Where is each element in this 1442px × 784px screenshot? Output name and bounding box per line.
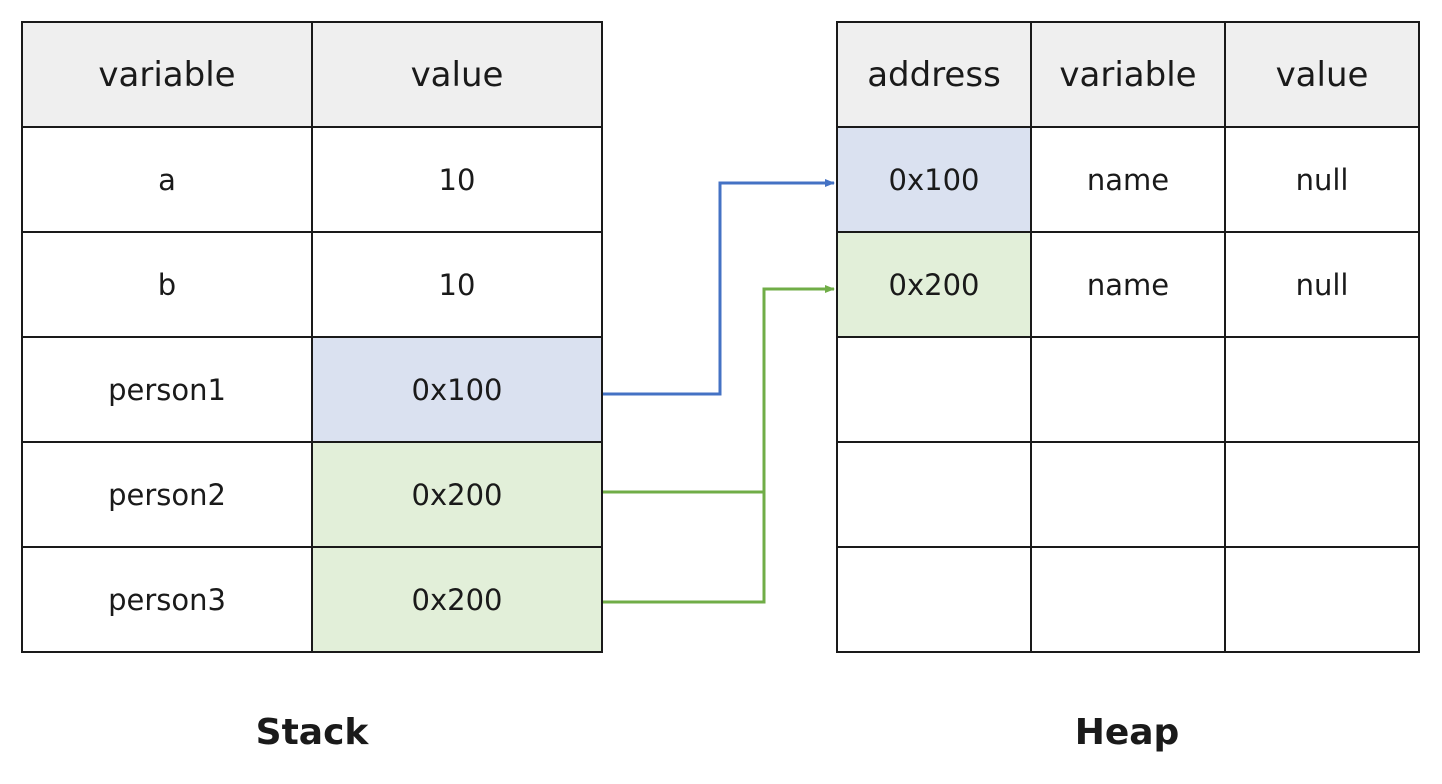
stack-header-variable: variable [21,21,313,128]
stack-variable-cell: person1 [21,336,313,443]
heap-value-cell [1224,546,1420,653]
heap-row: 0x200 name null [836,231,1420,338]
heap-address-cell-blue: 0x100 [836,126,1032,233]
heap-header-address: address [836,21,1032,128]
heap-address-cell [836,336,1032,443]
heap-row: 0x100 name null [836,126,1420,233]
stack-value-cell: 10 [311,231,603,338]
heap-address-cell-green: 0x200 [836,231,1032,338]
heap-row-empty [836,336,1420,443]
heap-variable-cell [1030,546,1226,653]
heap-value-cell [1224,441,1420,548]
heap-address-cell [836,546,1032,653]
stack-row: b 10 [21,231,603,338]
person3-to-0x200-arrow [603,492,766,604]
stack-variable-cell: b [21,231,313,338]
heap-table: address variable value 0x100 name null 0… [836,21,1420,653]
heap-row-empty [836,441,1420,548]
heap-variable-cell: name [1030,231,1226,338]
heap-value-cell [1224,336,1420,443]
stack-row: person2 0x200 [21,441,603,548]
stack-header-value: value [311,21,603,128]
stack-row: a 10 [21,126,603,233]
stack-header-row: variable value [21,21,603,128]
person2-to-0x200-arrow [603,285,835,494]
stack-value-cell: 10 [311,126,603,233]
heap-variable-cell [1030,336,1226,443]
stack-value-cell-ref-blue: 0x100 [311,336,603,443]
stack-row: person1 0x100 [21,336,603,443]
heap-address-cell [836,441,1032,548]
stack-row: person3 0x200 [21,546,603,653]
heap-header-value: value [1224,21,1420,128]
person1-to-0x100-arrow [603,179,835,396]
heap-value-cell: null [1224,126,1420,233]
heap-value-cell: null [1224,231,1420,338]
stack-variable-cell: person3 [21,546,313,653]
stack-variable-cell: a [21,126,313,233]
stack-value-cell-ref-green: 0x200 [311,441,603,548]
stack-caption: Stack [255,712,369,753]
heap-caption: Heap [1074,712,1180,753]
heap-header-row: address variable value [836,21,1420,128]
heap-variable-cell: name [1030,126,1226,233]
heap-variable-cell [1030,441,1226,548]
stack-value-cell-ref-green: 0x200 [311,546,603,653]
stack-variable-cell: person2 [21,441,313,548]
heap-row-empty [836,546,1420,653]
stack-table: variable value a 10 b 10 person1 0x100 p… [21,21,603,653]
heap-header-variable: variable [1030,21,1226,128]
